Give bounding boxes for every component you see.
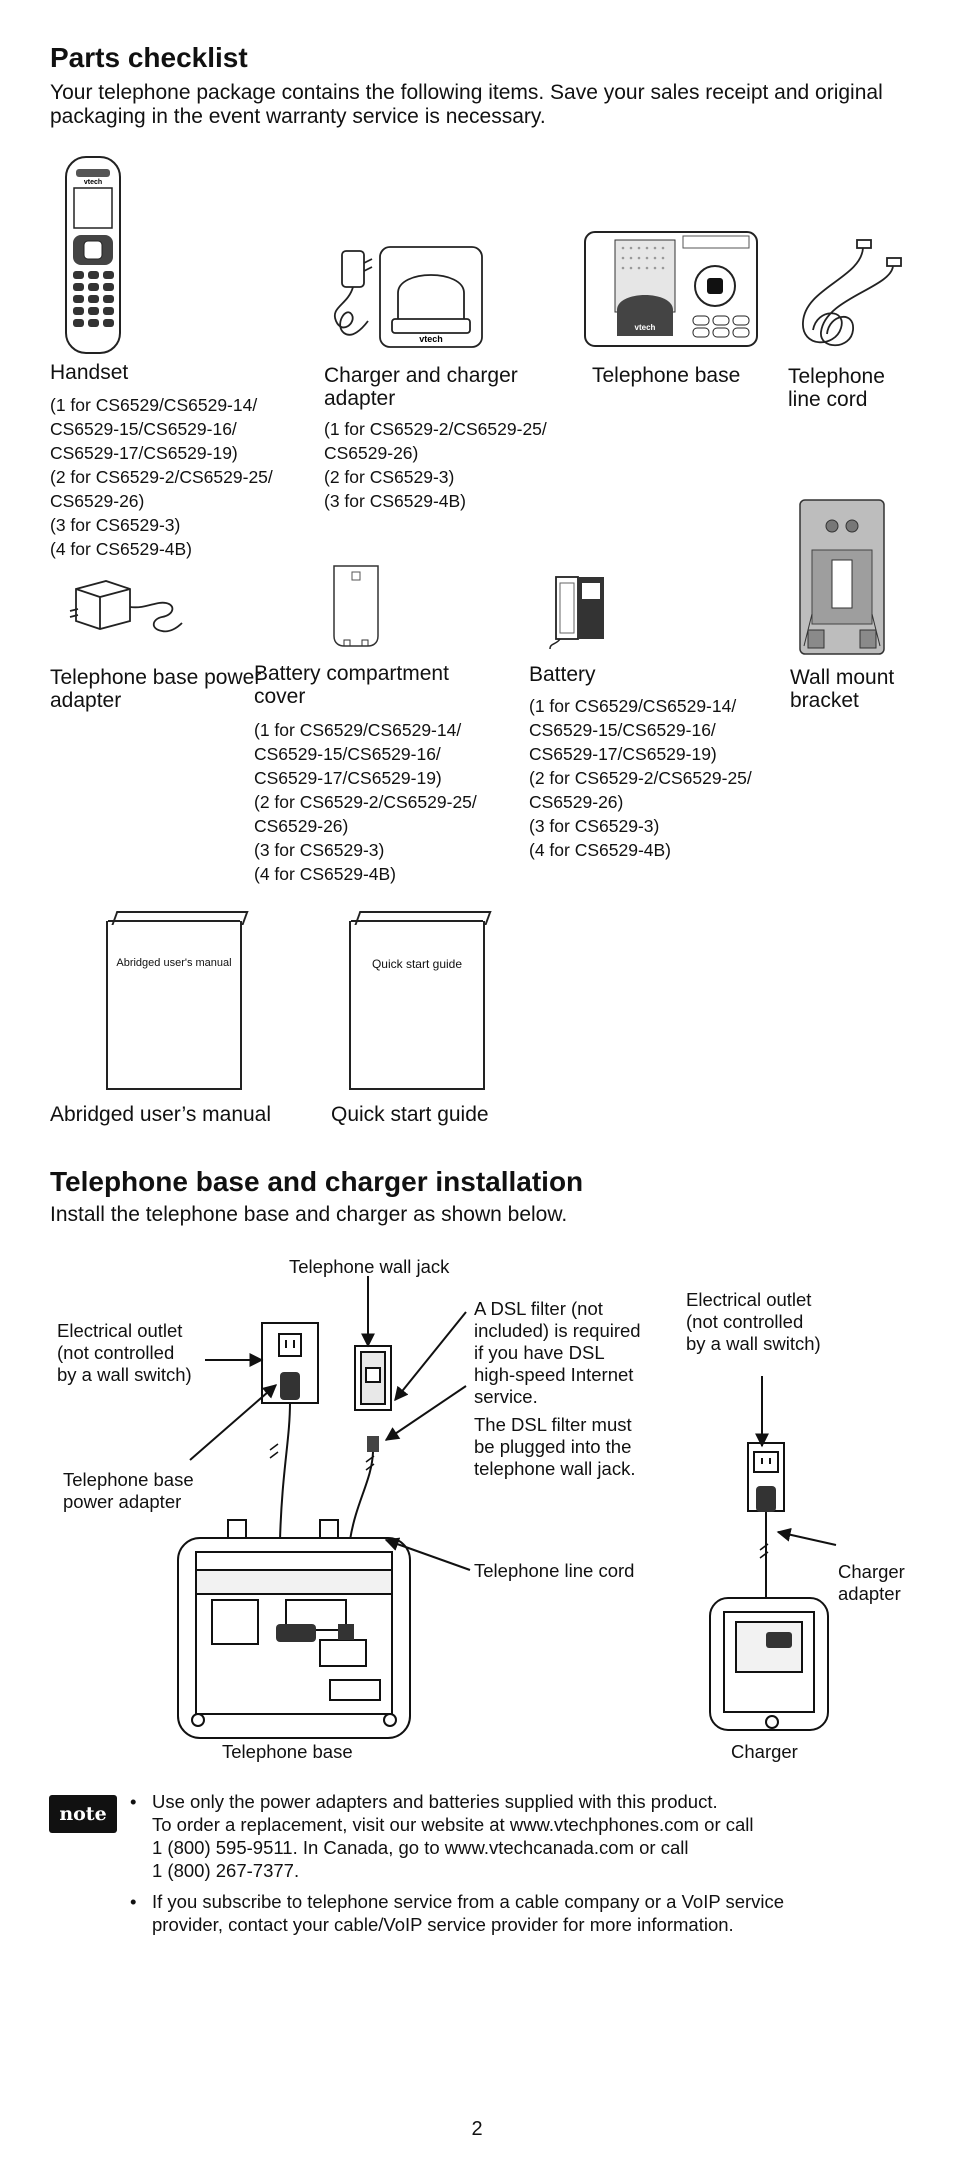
handset-qty: (1 for CS6529/CS6529-14/ CS6529-15/CS652… — [50, 395, 273, 559]
quick-start-booklet: Quick start guide — [349, 911, 492, 1090]
handset-illustration: vtech — [65, 156, 121, 354]
base-adapter-callout: Telephone base power adapter — [63, 1469, 194, 1512]
battery-label: Battery — [529, 663, 596, 686]
parts-intro: Your telephone package contains the foll… — [50, 81, 883, 128]
note-bullet-1: Use only the power adapters and batterie… — [128, 1790, 928, 1882]
handset-brand: vtech — [84, 179, 102, 186]
abridged-manual-label: Abridged user’s manual — [50, 1103, 272, 1126]
wall-bracket-illustration — [799, 499, 885, 655]
base-illustration: vtech — [584, 231, 758, 347]
abridged-manual-booklet: Abridged user's manual — [106, 911, 249, 1090]
battery-cover-illustration — [333, 565, 379, 647]
line-cord-callout: Telephone line cord — [474, 1560, 635, 1581]
outlet-left-callout: Electrical outlet (not controlled by a w… — [57, 1320, 192, 1385]
charger-brand: vtech — [419, 334, 443, 344]
base-brand: vtech — [635, 323, 656, 332]
base-caption: Telephone base — [222, 1741, 353, 1762]
battery-illustration — [549, 576, 604, 650]
battery-cover-qty: (1 for CS6529/CS6529-14/ CS6529-15/CS652… — [254, 720, 477, 884]
charger-illustration: vtech — [333, 246, 483, 348]
line-cord-label: Telephone line cord — [788, 365, 885, 411]
battery-cover-label: Battery compartment cover — [254, 662, 449, 708]
note-badge: note — [49, 1795, 117, 1833]
base-adapter-illustration — [69, 580, 183, 633]
install-intro: Install the telephone base and charger a… — [50, 1203, 568, 1226]
handset-label: Handset — [50, 361, 129, 384]
wall-jack-callout: Telephone wall jack — [289, 1256, 450, 1277]
line-cord-illustration — [802, 239, 902, 347]
abridged-manual-cover-text: Abridged user's manual — [116, 957, 232, 969]
quick-start-label: Quick start guide — [331, 1103, 489, 1126]
dsl-callout-2: The DSL filter must be plugged into the … — [474, 1414, 636, 1479]
base-adapter-label: Telephone base power adapter — [50, 666, 262, 712]
charger-qty: (1 for CS6529-2/CS6529-25/ CS6529-26) (2… — [324, 419, 547, 511]
installation-diagram — [177, 1276, 837, 1739]
wall-bracket-label: Wall mount bracket — [790, 666, 895, 712]
page-number: 2 — [471, 2118, 483, 2140]
quick-start-cover-text: Quick start guide — [371, 957, 463, 971]
charger-label: Charger and charger adapter — [324, 364, 518, 410]
dsl-callout-1: A DSL filter (not included) is required … — [474, 1298, 641, 1407]
battery-qty: (1 for CS6529/CS6529-14/ CS6529-15/CS652… — [529, 696, 752, 860]
note-bullet-2: If you subscribe to telephone service fr… — [128, 1890, 928, 1936]
base-label: Telephone base — [592, 364, 741, 387]
outlet-right-callout: Electrical outlet (not controlled by a w… — [686, 1289, 821, 1354]
charger-adapter-callout: Charger adapter — [838, 1561, 905, 1604]
install-heading: Telephone base and charger installation — [50, 1166, 584, 1197]
note-list: Use only the power adapters and batterie… — [128, 1790, 928, 1944]
parts-heading: Parts checklist — [50, 42, 248, 73]
charger-caption: Charger — [731, 1741, 798, 1762]
